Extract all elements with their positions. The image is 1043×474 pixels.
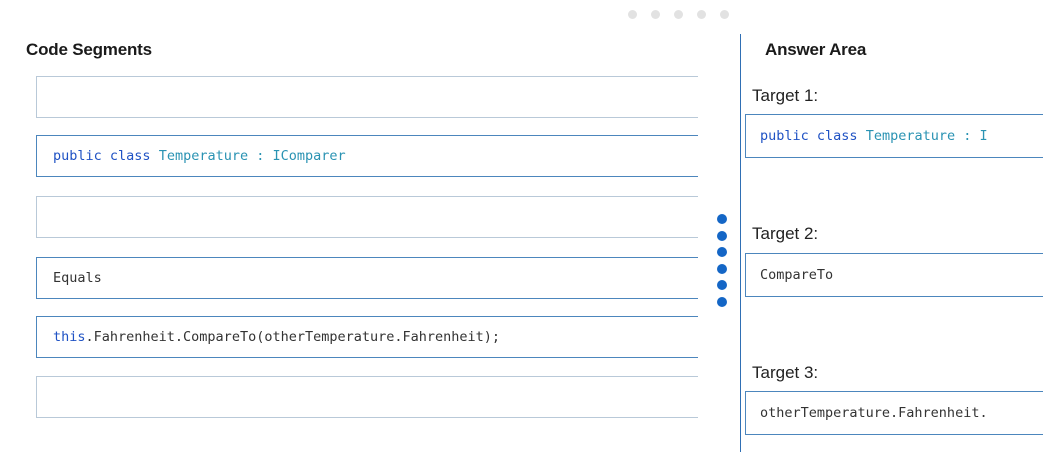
- pane-divider: [740, 34, 741, 452]
- code-segment-empty[interactable]: [36, 76, 698, 118]
- code-interface: : IComparer: [256, 148, 346, 164]
- code-text: CompareTo: [760, 267, 834, 283]
- code-keyword: public class: [760, 128, 858, 144]
- code-segment-class-declaration[interactable]: public class Temperature : IComparer: [36, 135, 698, 177]
- top-progress-dots: [628, 10, 729, 19]
- progress-dot: [628, 10, 637, 19]
- target-1-label: Target 1:: [752, 86, 819, 105]
- code-type: Temperature: [158, 148, 249, 164]
- target-3-dropzone[interactable]: otherTemperature.Fahrenheit.: [745, 391, 1043, 435]
- code-segments-heading: Code Segments: [26, 40, 152, 59]
- target-3-label: Target 3:: [752, 363, 819, 382]
- answer-area-heading: Answer Area: [765, 40, 867, 59]
- code-segment-empty[interactable]: [36, 196, 698, 238]
- target-2-label: Target 2:: [752, 224, 819, 243]
- progress-dot: [674, 10, 683, 19]
- code-text: public class Temperature : IComparer: [53, 148, 346, 164]
- code-segment-equals[interactable]: Equals: [36, 257, 698, 299]
- code-expression: .Fahrenheit.CompareTo(otherTemperature.F…: [85, 329, 501, 345]
- code-segment-empty[interactable]: [36, 376, 698, 418]
- progress-dot: [720, 10, 729, 19]
- code-text: otherTemperature.Fahrenheit.: [760, 405, 988, 421]
- code-text: this.Fahrenheit.CompareTo(otherTemperatu…: [53, 329, 500, 345]
- code-interface: : I: [963, 128, 988, 144]
- target-2-dropzone[interactable]: CompareTo: [745, 253, 1043, 297]
- drag-handle-icon[interactable]: [717, 214, 729, 313]
- code-keyword: public class: [53, 148, 151, 164]
- code-segment-compare-statement[interactable]: this.Fahrenheit.CompareTo(otherTemperatu…: [36, 316, 698, 358]
- code-text: Equals: [53, 270, 102, 286]
- progress-dot: [651, 10, 660, 19]
- target-1-dropzone[interactable]: public class Temperature : I: [745, 114, 1043, 158]
- code-type: Temperature: [865, 128, 956, 144]
- code-text: public class Temperature : I: [760, 128, 988, 144]
- code-keyword: this: [53, 329, 86, 345]
- progress-dot: [697, 10, 706, 19]
